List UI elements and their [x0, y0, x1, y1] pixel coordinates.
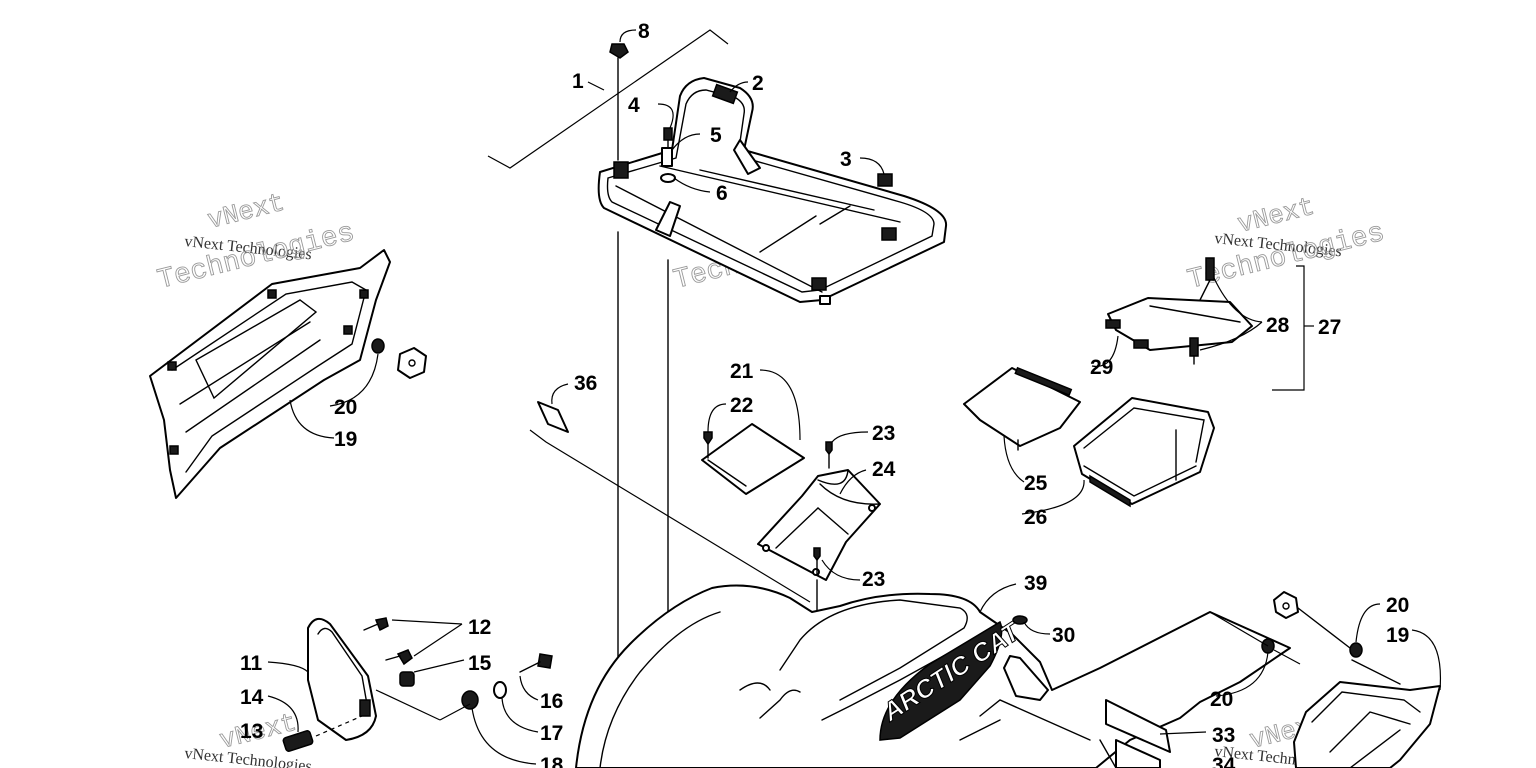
callout-27: 27: [1318, 316, 1341, 339]
callout-24: 24: [872, 458, 896, 481]
callout-17: 17: [540, 722, 563, 745]
callout-20-right: 20: [1210, 688, 1233, 711]
bracket-27: [1272, 265, 1305, 391]
bushing-20-right: [1209, 591, 1363, 665]
callout-5: 5: [710, 124, 722, 147]
storage-lid-25: [963, 366, 1081, 451]
callout-1: 1: [572, 70, 584, 93]
left-side-panel: [149, 249, 391, 499]
callout-12: 12: [468, 616, 491, 639]
front-rack: [597, 77, 948, 305]
callout-19-right: 19: [1386, 624, 1409, 647]
callout-21: 21: [730, 360, 754, 383]
callout-8: 8: [638, 20, 650, 43]
callout-34: 34: [1212, 754, 1236, 768]
callout-labels: 8 1 2 4 5 3 6 20 19 36 21 22 23 24 23 25…: [240, 20, 1409, 768]
callout-25: 25: [1024, 472, 1048, 495]
leader-lines: [267, 29, 1442, 765]
callout-13: 13: [240, 720, 263, 743]
fastener-8: [609, 43, 629, 161]
callout-33: 33: [1212, 724, 1235, 747]
callout-11: 11: [240, 652, 263, 675]
callout-16: 16: [540, 690, 563, 713]
callout-14: 14: [240, 686, 264, 709]
hardware-16-17-18: [439, 653, 553, 721]
callout-28: 28: [1266, 314, 1290, 337]
right-side-panel: [1293, 659, 1441, 768]
callout-19-left: 19: [334, 428, 357, 451]
callout-22: 22: [730, 394, 753, 417]
callout-3: 3: [840, 148, 852, 171]
glove-box-lid-29: [1105, 257, 1253, 365]
callout-26: 26: [1024, 506, 1047, 529]
callout-20-right-top: 20: [1386, 594, 1409, 617]
callout-18: 18: [540, 754, 564, 768]
callout-36: 36: [574, 372, 597, 395]
callout-6: 6: [716, 182, 728, 205]
callout-15: 15: [468, 652, 492, 675]
callout-39: 39: [1024, 572, 1047, 595]
callout-23-top: 23: [872, 422, 895, 445]
storage-box-26: [1073, 397, 1215, 508]
headlight-11: [282, 617, 441, 752]
callout-23-bottom: 23: [862, 568, 885, 591]
plug-30: [1012, 615, 1028, 625]
callout-4: 4: [628, 94, 640, 117]
assembly-bracket-1: [487, 29, 729, 169]
decal-36: [529, 401, 811, 603]
callout-30: 30: [1052, 624, 1075, 647]
watermark-brand-text: vNext: [205, 188, 288, 236]
callout-2: 2: [752, 72, 764, 95]
bushing-20-left: [371, 338, 427, 379]
callout-29: 29: [1090, 356, 1113, 379]
callout-20-left: 20: [334, 396, 357, 419]
cover-plate-21: [701, 423, 805, 495]
front-fender-body: ARCTIC CAT: [575, 584, 1291, 768]
